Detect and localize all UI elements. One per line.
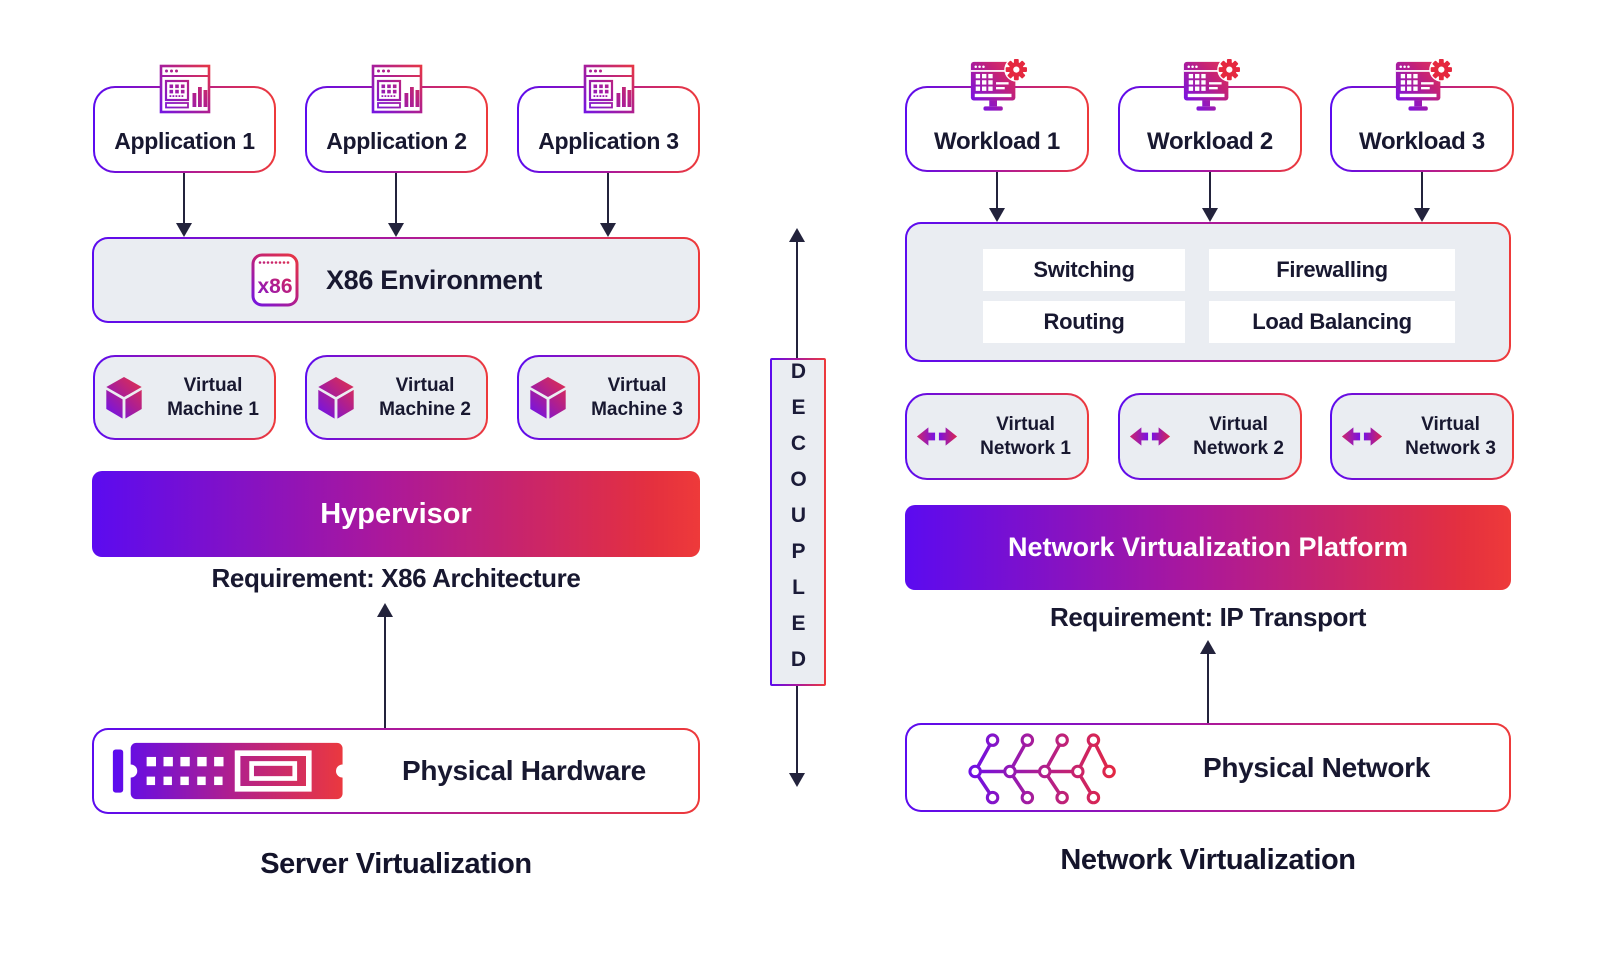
application-3-label: Application 3 <box>538 127 679 154</box>
virtual-machine-1-box: Virtual Machine 1 <box>93 355 276 440</box>
virtual-machine-2-label: Virtual Machine 2 <box>379 375 471 420</box>
workload-2-label: Workload 2 <box>1147 128 1273 155</box>
service-firewalling: Firewalling <box>1209 249 1455 291</box>
workload-1-box: Workload 1 <box>905 57 1089 172</box>
physical-hardware-box: Physical Hardware <box>92 728 700 814</box>
workload-1-label: Workload 1 <box>934 128 1060 155</box>
virtual-network-2-box: Virtual Network 2 <box>1118 393 1302 480</box>
hypervisor-bar: Hypervisor <box>92 471 700 557</box>
x86-chip-icon: x86 <box>250 252 300 308</box>
application-1-box: Application 1 <box>93 64 276 173</box>
cube-icon <box>314 375 358 421</box>
bidirectional-arrows-icon <box>1340 422 1384 451</box>
virtual-machine-1-label: Virtual Machine 1 <box>167 375 259 420</box>
virtual-network-1-label: Virtual Network 1 <box>980 414 1071 459</box>
physical-network-box: Physical Network <box>905 723 1511 812</box>
app-window-chart-icon <box>580 64 638 116</box>
x86-icon-text: x86 <box>257 275 292 298</box>
service-switching: Switching <box>983 249 1185 291</box>
app-window-chart-icon <box>156 64 214 116</box>
cube-icon <box>526 375 570 421</box>
decoupled-label: DECOUPLED <box>787 360 810 684</box>
network-nodes-icon <box>962 728 1124 808</box>
network-services-box: Switching Firewalling Routing Load Balan… <box>905 222 1511 362</box>
monitor-gear-icon <box>1390 57 1454 116</box>
workload-2-box: Workload 2 <box>1118 57 1302 172</box>
bidirectional-arrows-icon <box>1128 422 1172 451</box>
decoupled-box: DECOUPLED <box>770 358 826 686</box>
requirement-ip-text: Requirement: IP Transport <box>1049 602 1367 632</box>
network-virtualization-platform-bar: Network Virtualization Platform <box>905 505 1511 590</box>
virtual-machine-3-box: Virtual Machine 3 <box>517 355 700 440</box>
x86-environment-box: x86 X86 Environment <box>92 237 700 323</box>
physical-network-label: Physical Network <box>1202 751 1431 783</box>
bidirectional-arrows-icon <box>915 422 959 451</box>
hypervisor-label: Hypervisor <box>320 497 472 530</box>
workload-3-box: Workload 3 <box>1330 57 1514 172</box>
physical-hardware-label: Physical Hardware <box>402 755 646 786</box>
network-virtualization-platform-label: Network Virtualization Platform <box>1007 532 1409 562</box>
application-2-label: Application 2 <box>326 127 467 154</box>
virtual-network-1-box: Virtual Network 1 <box>905 393 1089 480</box>
app-window-chart-icon <box>368 64 426 116</box>
network-virtualization-caption: Network Virtualization <box>1060 844 1356 876</box>
service-load-balancing: Load Balancing <box>1209 301 1455 343</box>
server-virtualization-caption: Server Virtualization <box>260 848 532 880</box>
virtual-network-3-box: Virtual Network 3 <box>1330 393 1514 480</box>
monitor-gear-icon <box>1178 57 1242 116</box>
cube-icon <box>102 375 146 421</box>
service-routing: Routing <box>983 301 1185 343</box>
application-2-box: Application 2 <box>305 64 488 173</box>
virtual-network-2-label: Virtual Network 2 <box>1193 414 1284 459</box>
x86-environment-label: X86 Environment <box>325 264 543 295</box>
ram-module-icon <box>112 741 350 801</box>
application-3-box: Application 3 <box>517 64 700 173</box>
virtual-network-3-label: Virtual Network 3 <box>1405 414 1496 459</box>
monitor-gear-icon <box>965 57 1029 116</box>
requirement-x86-text: Requirement: X86 Architecture <box>211 563 581 593</box>
workload-3-label: Workload 3 <box>1359 128 1485 155</box>
virtual-machine-3-label: Virtual Machine 3 <box>591 375 683 420</box>
application-1-label: Application 1 <box>114 127 255 154</box>
virtual-machine-2-box: Virtual Machine 2 <box>305 355 488 440</box>
